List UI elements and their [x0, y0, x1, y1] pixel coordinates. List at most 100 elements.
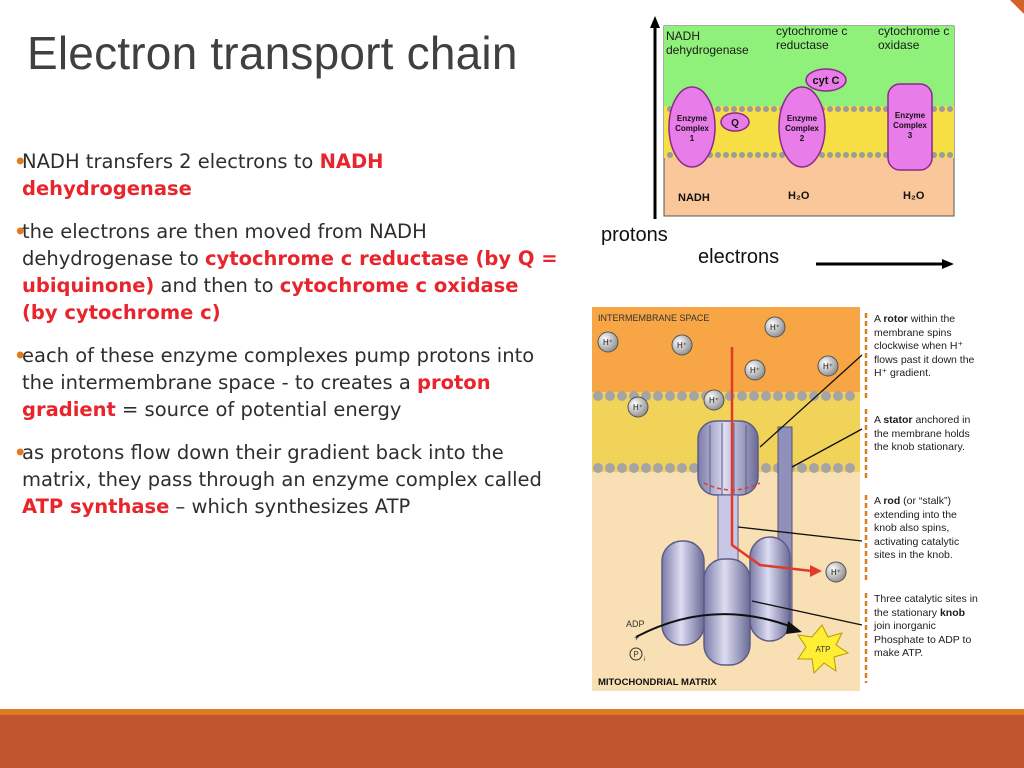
caption-rod-pre: A: [874, 495, 884, 507]
atp-synthase-svg: H⁺ H⁺ H⁺ H⁺ H⁺ H⁺ H⁺ H⁺ INTERMEMBRANE SP…: [592, 307, 978, 691]
bullet-3-text-b: = source of potential energy: [115, 398, 402, 421]
atp-label: ATP: [816, 645, 831, 654]
phosphate-circle: [629, 647, 643, 661]
callout-lines: [737, 354, 863, 626]
proton-balls: [597, 316, 847, 583]
bullet-list: •NADH transfers 2 electrons to NADH dehy…: [14, 148, 559, 536]
protons-label: protons: [601, 224, 668, 246]
caption-rotor-bold: rotor: [883, 313, 908, 325]
caption-stator-pre: A: [874, 414, 884, 426]
bullet-1-text-a: NADH transfers 2 electrons to: [22, 150, 320, 173]
adp-label: ADP: [626, 619, 645, 629]
proton-label: H⁺: [823, 362, 833, 371]
label-nadh-line-2: dehydrogenase: [666, 43, 749, 57]
etc-diagram-svg: Q cyt C Enzyme Complex 1 Enzyme Complex …: [650, 16, 955, 269]
label-reductase-line-1: cytochrome c: [776, 24, 848, 38]
caption-stator: A stator anchored in the membrane holds …: [874, 414, 978, 455]
caption-bg: [860, 307, 978, 691]
proton-label: H⁺: [709, 396, 719, 405]
bullet-2-text-a: the electrons are then moved from NADH d…: [22, 220, 427, 270]
caption-knob-pre: Three catalytic sites in the stationary: [874, 593, 978, 619]
proton-flow-arrow: [730, 347, 813, 573]
ubiquinone-q: [720, 112, 750, 132]
nadh-label: NADH: [678, 192, 710, 204]
bullet-3: •each of these enzyme complexes pump pro…: [14, 342, 559, 423]
rotor-segments: [709, 423, 747, 495]
label-cytochrome-c-oxidase: cytochrome c oxidase: [878, 24, 949, 52]
caption-stator-bold: stator: [883, 414, 913, 426]
electrons-label: electrons: [698, 246, 780, 268]
protons-arrowhead: [650, 16, 660, 28]
proton-labels: H⁺ H⁺ H⁺ H⁺ H⁺ H⁺ H⁺ H⁺: [603, 323, 841, 577]
bullet-2-text-b: and then to: [154, 274, 280, 297]
bullet-1: •NADH transfers 2 electrons to NADH dehy…: [14, 148, 559, 202]
cytochrome-c: [805, 68, 847, 92]
proton-label: H⁺: [770, 323, 780, 332]
atp-reaction-arrowhead: [786, 621, 802, 634]
bullet-4-text-b: – which synthesizes ATP: [169, 495, 411, 518]
label-oxidase-line-1: cytochrome c: [878, 24, 950, 38]
bullet-3-highlight-a: proton gradient: [22, 371, 491, 421]
enzyme-complex-1: [668, 86, 716, 168]
atp-synthase-figure: H⁺ H⁺ H⁺ H⁺ H⁺ H⁺ H⁺ H⁺ INTERMEMBRANE SP…: [592, 307, 978, 691]
bullet-dot: •: [14, 344, 27, 367]
bullet-3-text-a: each of these enzyme complexes pump prot…: [22, 344, 535, 394]
plus-label: +: [634, 633, 639, 643]
proton-label: H⁺: [603, 338, 613, 347]
phosphate-sub-label: i: [644, 657, 645, 663]
proton-label: H⁺: [633, 403, 643, 412]
caption-knob-bold: knob: [939, 606, 966, 619]
q-label: Q: [731, 118, 739, 129]
rotation-arrow: [703, 482, 761, 491]
label-nadh-dehydrogenase: NADH dehydrogenase: [666, 29, 749, 57]
etc-diagram: Q cyt C Enzyme Complex 1 Enzyme Complex …: [600, 14, 970, 274]
bullet-dot: •: [14, 441, 27, 464]
enzyme-complex-2: [778, 86, 826, 168]
complex-1-line-1: Enzyme: [677, 114, 708, 123]
h2o-label-b: H₂O: [903, 190, 925, 202]
label-nadh-line-1: NADH: [666, 29, 701, 43]
slide-title: Electron transport chain: [27, 27, 518, 79]
electrons-arrowhead: [942, 259, 954, 269]
enzyme-complex-3: [887, 83, 933, 171]
rod: [717, 494, 739, 566]
bullet-2-highlight-a: cytochrome c reductase (by Q = ubiquinon…: [22, 247, 558, 297]
intermembrane-label: INTERMEMBRANE SPACE: [598, 313, 709, 323]
knob-subunit-3: [749, 536, 791, 642]
label-cytochrome-c-reductase: cytochrome c reductase: [776, 24, 847, 52]
phosphate-label: P: [633, 650, 638, 659]
label-reductase-line-2: reductase: [776, 38, 829, 52]
proton-label: H⁺: [677, 341, 687, 350]
knob-subunit-1: [661, 540, 705, 646]
matrix-label: MITOCHONDRIAL MATRIX: [598, 677, 717, 688]
h2o-label-a: H₂O: [788, 190, 810, 202]
bullet-4-highlight-a: ATP synthase: [22, 495, 170, 518]
complex-3-line-3: 3: [908, 131, 913, 140]
label-oxidase-line-2: oxidase: [878, 38, 920, 52]
cyt-c-label: cyt C: [813, 75, 840, 87]
knob-subunit-2: [703, 558, 751, 666]
caption-rotor-pre: A: [874, 313, 884, 325]
atp-burst: [796, 624, 850, 675]
complex-3-line-1: Enzyme: [895, 111, 926, 120]
bullet-1-highlight-a: NADH dehydrogenase: [22, 150, 384, 200]
footer-bar: [0, 715, 1024, 768]
complex-1-line-2: Complex: [675, 124, 709, 133]
bullet-dot: •: [14, 220, 27, 243]
bullet-dot: •: [14, 150, 27, 173]
bullet-4: •as protons flow down their gradient bac…: [14, 439, 559, 520]
caption-rotor: A rotor within the membrane spins clockw…: [874, 313, 978, 381]
proton-label: H⁺: [831, 568, 841, 577]
caption-rod: A rod (or “stalk”) extending into the kn…: [874, 495, 978, 563]
bullet-2: • the electrons are then moved from NADH…: [14, 218, 559, 326]
complex-2-line-3: 2: [800, 134, 805, 143]
footer-accent-line: [0, 709, 1024, 715]
caption-knob-post: join inorganic Phosphate to ADP to make …: [874, 620, 972, 659]
caption-stator-post: anchored in the membrane holds the knob …: [874, 414, 971, 453]
corner-accent: [1010, 0, 1024, 14]
caption-rotor-post: within the membrane spins clockwise when…: [874, 313, 975, 379]
complex-3-line-2: Complex: [893, 121, 927, 130]
caption-rod-post: (or “stalk”) extending into the knob als…: [874, 495, 960, 561]
caption-rod-bold: rod: [883, 495, 901, 507]
atp-reaction-arrow: [635, 613, 793, 638]
